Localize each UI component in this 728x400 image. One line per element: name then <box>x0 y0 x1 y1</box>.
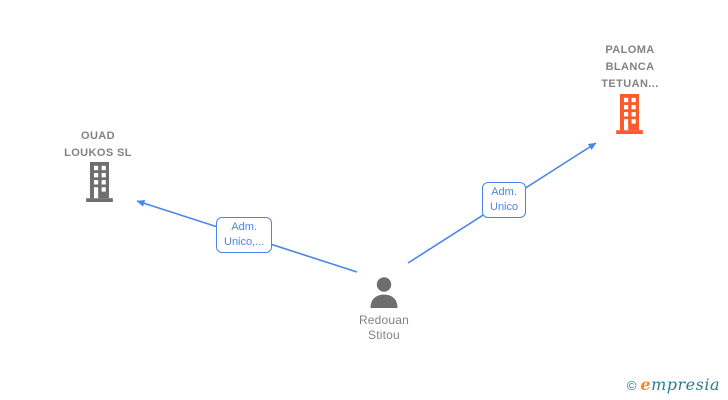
edge-label-line: Unico,... <box>224 236 265 248</box>
empresia-logo-initial: e <box>640 375 652 394</box>
edge-label-line: Adm. <box>491 186 517 198</box>
company-name-line: BLANCA <box>605 61 655 73</box>
building-icon[interactable] <box>83 162 116 202</box>
company-node-label-ouad[interactable]: OUAD LOUKOS SL <box>28 128 168 162</box>
edge-label-line: Unico <box>490 201 519 213</box>
company-name-line: LOUKOS SL <box>64 147 132 159</box>
copyright-icon: © <box>626 378 637 393</box>
building-icon[interactable] <box>613 94 646 134</box>
person-name-line: Redouan <box>358 313 410 327</box>
person-icon[interactable] <box>368 276 400 308</box>
edge-label-adm-unico-ouad: Adm. Unico,... <box>216 217 273 253</box>
edge-label-line: Adm. <box>231 221 258 233</box>
edge-label-adm-unico-paloma: Adm. Unico <box>482 182 527 218</box>
empresia-watermark: © empresia <box>627 375 720 394</box>
company-name-line: OUAD <box>81 130 115 142</box>
company-name-line: TETUAN... <box>601 78 659 90</box>
company-name-line: PALOMA <box>605 44 655 56</box>
person-name-line: Stitou <box>368 328 400 342</box>
empresia-logo: empresia <box>640 375 720 394</box>
empresia-logo-rest: mpresia <box>651 375 720 394</box>
company-node-label-paloma[interactable]: PALOMA BLANCA TETUAN... <box>560 42 700 93</box>
person-node-label-redouan[interactable]: Redouan Stitou <box>324 313 444 343</box>
